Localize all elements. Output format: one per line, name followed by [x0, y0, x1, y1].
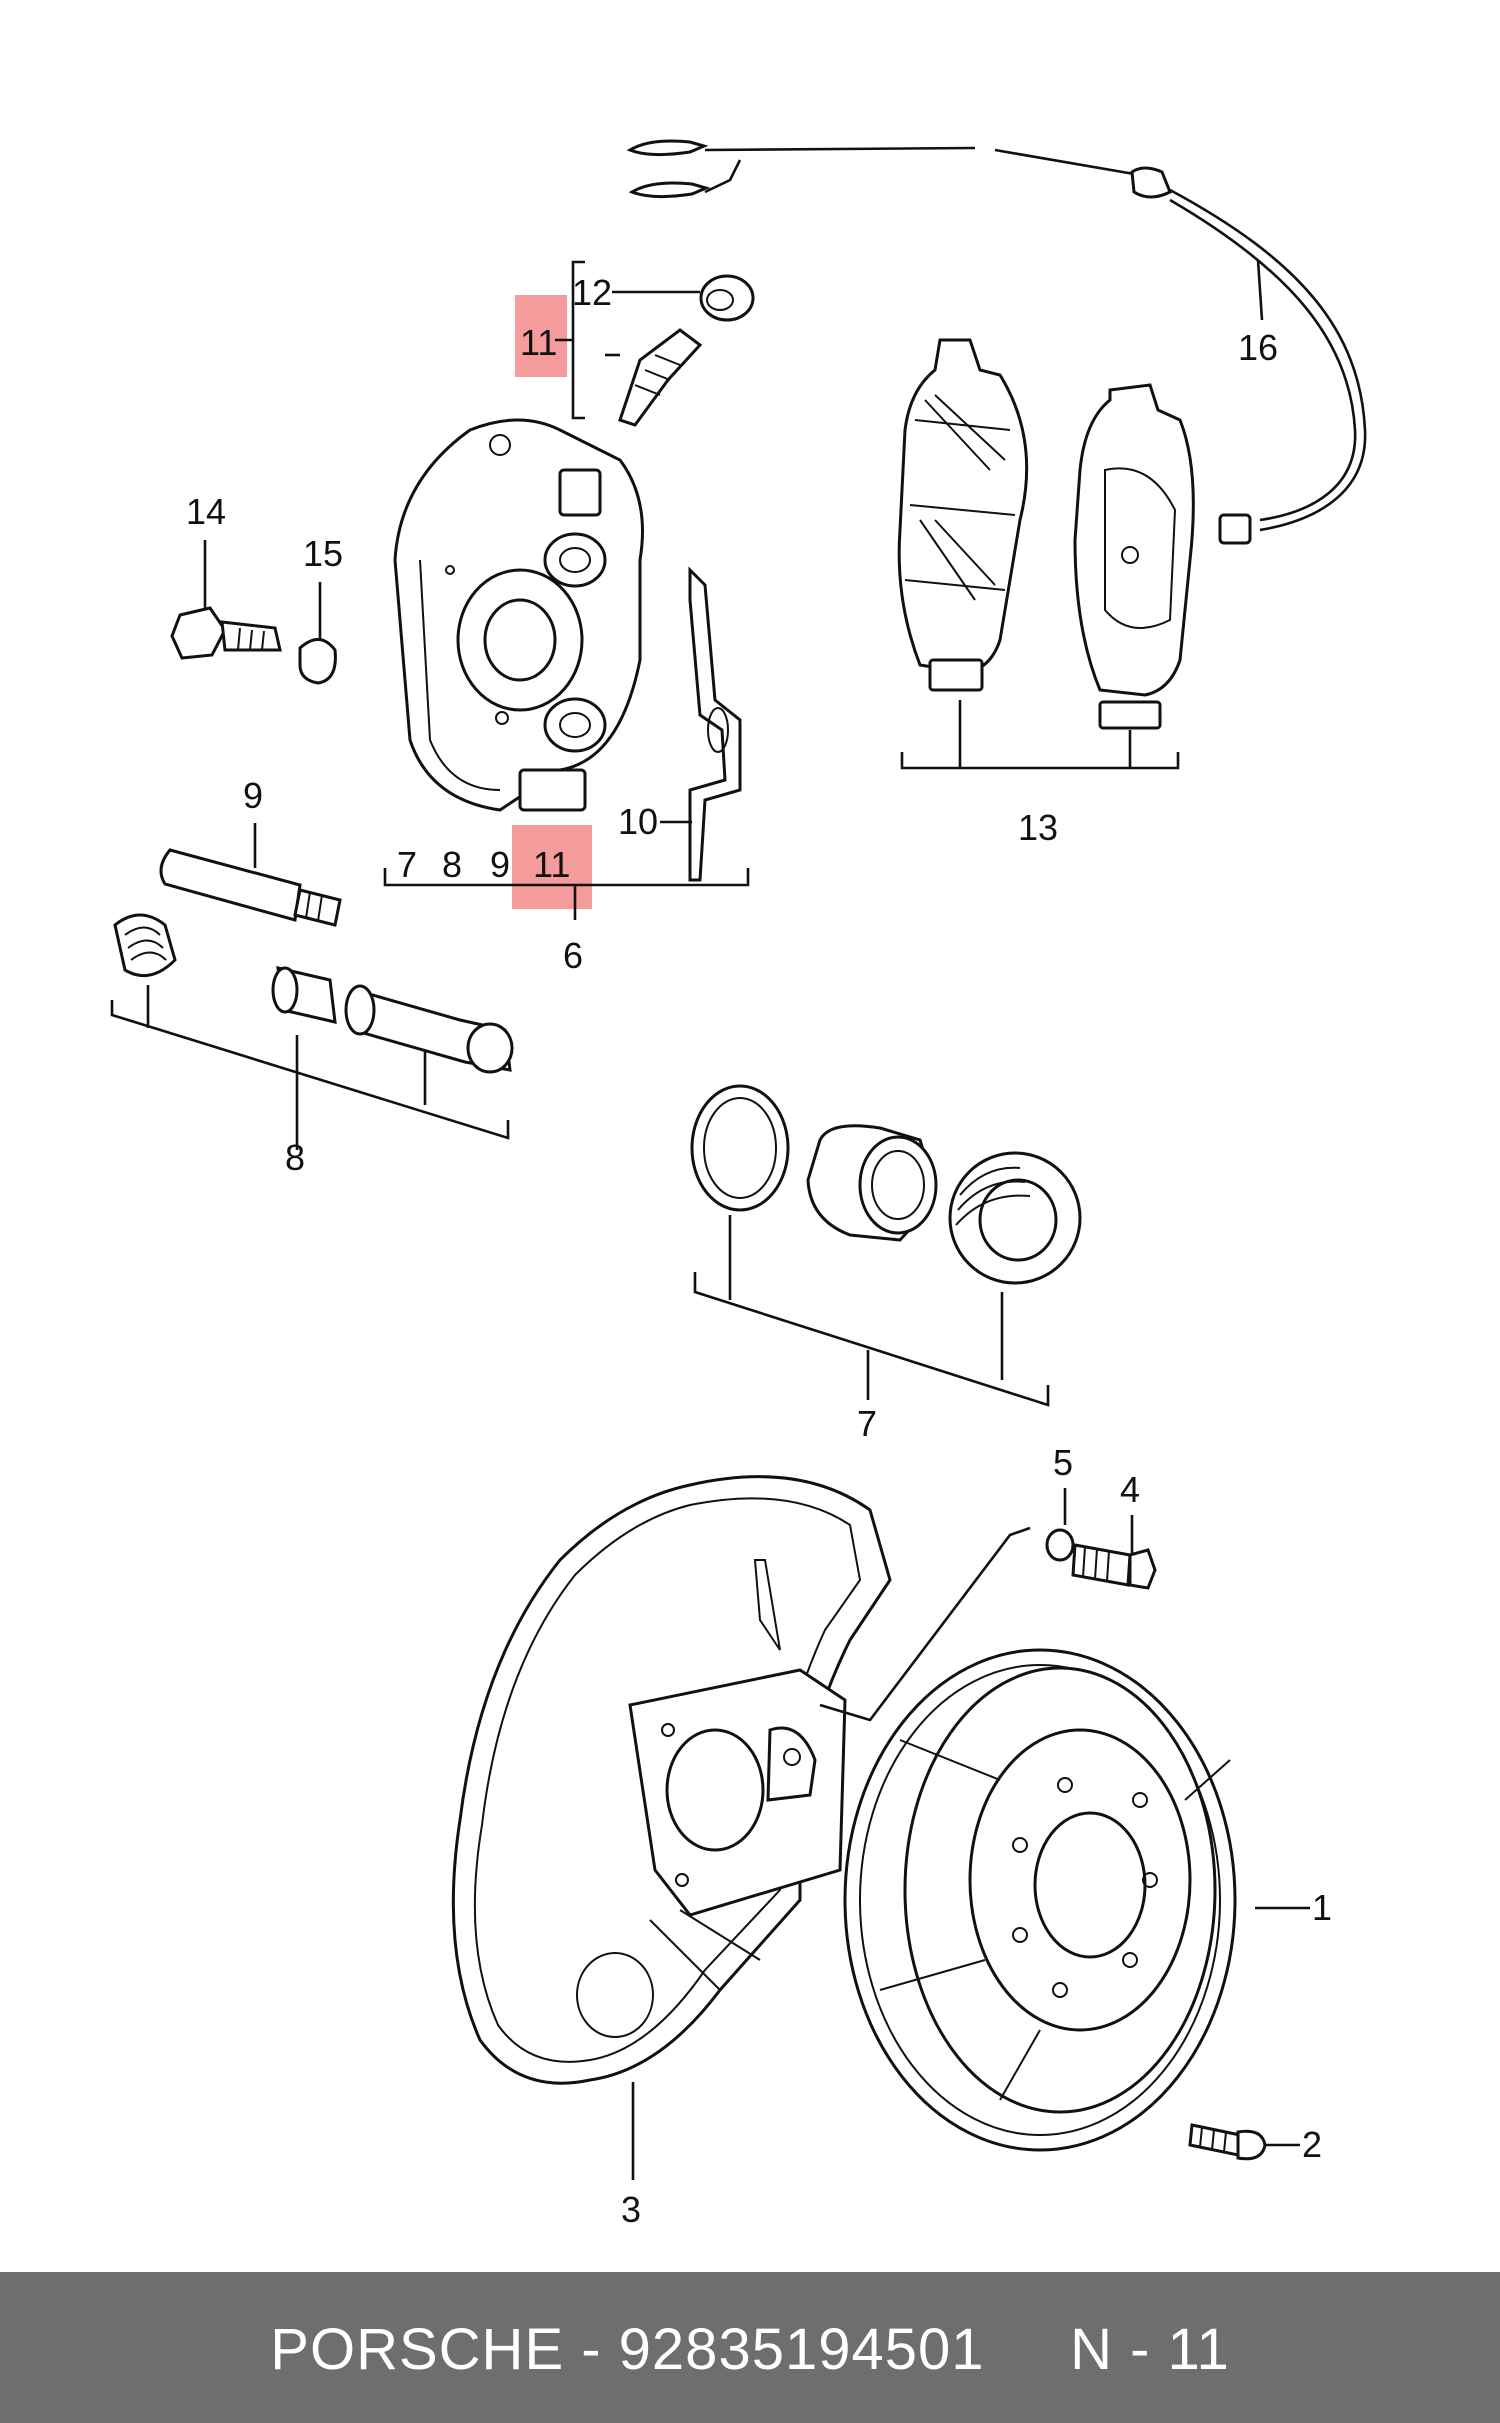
label-3: 3 — [621, 2189, 641, 2230]
wear-sensor-cable: 16 — [626, 139, 1367, 545]
label-2: 2 — [1302, 2124, 1322, 2165]
label-4: 4 — [1120, 1469, 1140, 1510]
label-1: 1 — [1312, 1887, 1332, 1928]
brake-pads: 13 — [897, 338, 1195, 848]
label-7: 7 — [857, 1403, 877, 1444]
piston-kit: 7 — [690, 1084, 1082, 1444]
brake-parts-diagram: 16 11 12 10 7 — [110, 139, 1367, 2230]
label-6: 6 — [563, 935, 583, 976]
label-10: 10 — [618, 801, 658, 842]
label-11-top: 11 — [520, 322, 557, 363]
label-9: 9 — [243, 775, 263, 816]
label-9-group: 9 — [490, 844, 510, 885]
part-footer-bar: PORSCHE - 92835194501 N - 11 — [0, 2272, 1500, 2423]
label-7-group: 7 — [397, 844, 417, 885]
label-16: 16 — [1238, 327, 1278, 368]
disc-screw: 2 — [1188, 2123, 1322, 2165]
dust-shield: 3 — [451, 1475, 892, 2230]
label-5: 5 — [1053, 1442, 1073, 1483]
label-14: 14 — [186, 491, 226, 532]
highlight-11-bottom — [512, 825, 592, 909]
shield-bolt: 5 4 — [819, 1442, 1157, 1722]
label-15: 15 — [303, 533, 343, 574]
brake-caliper: 10 7 8 9 11 6 — [383, 418, 750, 976]
label-11-bottom: 11 — [533, 844, 570, 885]
label-8-group: 8 — [442, 844, 462, 885]
part-number-caption: PORSCHE - 92835194501 N - 11 — [270, 2317, 1230, 2382]
bleeder-group: 11 12 — [515, 260, 755, 427]
label-13: 13 — [1018, 807, 1058, 848]
label-8: 8 — [285, 1137, 305, 1178]
bolt-washer: 14 15 — [170, 491, 343, 685]
bushing-kit: 8 — [110, 913, 514, 1178]
brake-disc: 1 — [843, 1648, 1332, 2152]
guide-pin: 9 — [159, 775, 342, 927]
label-12: 12 — [572, 272, 612, 313]
highlight-11-top — [515, 295, 567, 377]
